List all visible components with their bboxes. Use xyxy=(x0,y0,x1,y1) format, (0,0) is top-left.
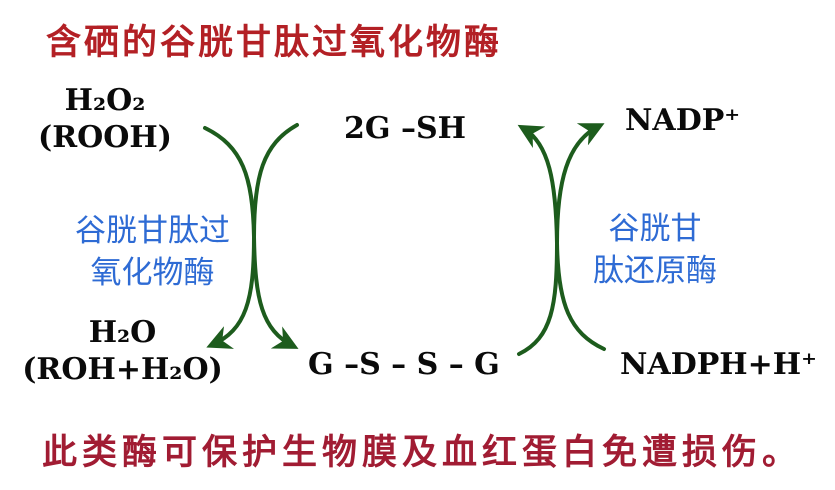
nadp-label: NADP⁺ xyxy=(625,103,741,138)
enzyme-glutathione-reductase-line1: 谷胱甘 xyxy=(608,211,702,247)
footer-note: 此类酶可保护生物膜及血红蛋白免遭损伤。 xyxy=(42,432,803,473)
substrate-rooh-formula: (ROOH) xyxy=(38,120,172,155)
enzyme-glutathione-reductase: 谷胱甘 肽还原酶 xyxy=(545,208,765,292)
enzyme-glutathione-peroxidase-line2: 氧化物酶 xyxy=(90,255,215,291)
substrate-h2o2-formula: H₂O₂ xyxy=(64,83,146,118)
product-h2o: H₂O (ROH+H₂O) xyxy=(10,314,235,388)
enzyme-glutathione-reductase-line2: 肽还原酶 xyxy=(593,253,717,289)
glutathione-reduced-label: 2G –SH xyxy=(344,111,466,146)
left-cross-curve-to-h2o xyxy=(206,123,299,349)
diagram-title: 含硒的谷胱甘肽过氧化物酶 xyxy=(46,22,503,63)
substrate-h2o2: H₂O₂ (ROOH) xyxy=(10,82,200,156)
nadph-label: NADPH+H⁺ xyxy=(620,347,817,382)
right-cross-curve-to-nadp xyxy=(517,123,605,356)
product-h2o-formula: H₂O xyxy=(88,315,157,350)
glutathione-oxidized-label: G –S – S – G xyxy=(308,347,500,382)
enzyme-glutathione-peroxidase-line1: 谷胱甘肽过 xyxy=(75,213,230,249)
enzyme-glutathione-peroxidase: 谷胱甘肽过 氧化物酶 xyxy=(40,210,265,294)
product-roh-formula: (ROH+H₂O) xyxy=(22,352,223,387)
